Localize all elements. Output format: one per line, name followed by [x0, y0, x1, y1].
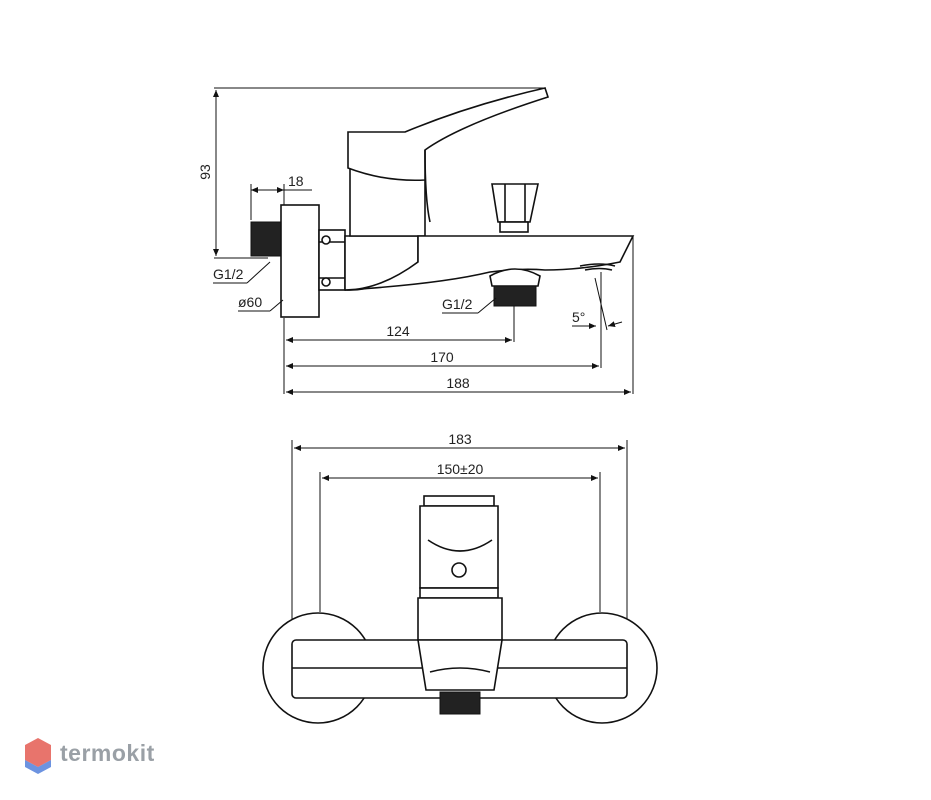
diameter-label: ø60	[238, 294, 262, 310]
dim-188-label: 188	[446, 375, 470, 391]
wall-escutcheon	[280, 204, 320, 318]
dim-height-label: 93	[197, 164, 213, 180]
dim-170-label: 170	[430, 349, 454, 365]
side-view: 93 18 G1/2	[197, 87, 635, 395]
angle-label: 5°	[572, 309, 585, 325]
dim-18-label: 18	[288, 173, 304, 189]
diverter-knob	[491, 183, 539, 223]
dim-150-label: 150±20	[437, 461, 484, 477]
thread-left-label: G1/2	[213, 266, 244, 282]
bottom-thread-connector	[493, 285, 537, 307]
brand-logo-icon	[25, 738, 51, 774]
dim-124-label: 124	[386, 323, 410, 339]
wall-thread-connector	[250, 221, 282, 257]
lever-handle	[347, 87, 550, 182]
front-view: 183 150±20	[262, 431, 658, 724]
thread-bottom-label: G1/2	[442, 296, 473, 312]
front-bottom-connector	[439, 691, 481, 715]
dim-183-label: 183	[448, 431, 472, 447]
brand-name: termokit	[60, 740, 155, 766]
spout	[344, 235, 635, 291]
